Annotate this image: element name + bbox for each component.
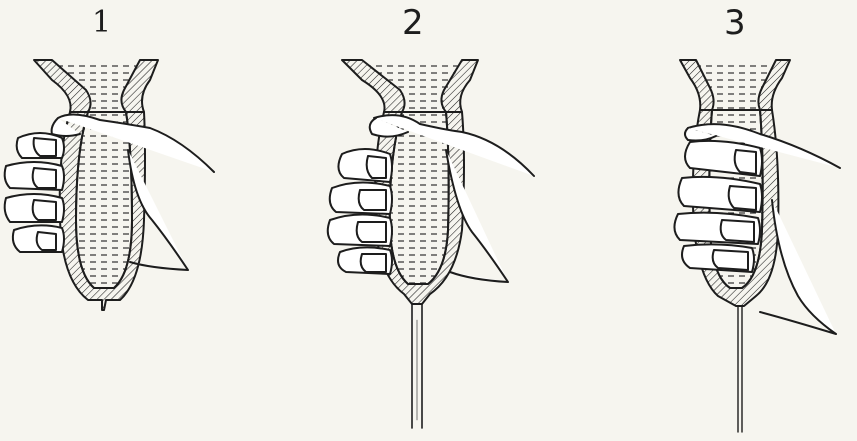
panel-2-drawing <box>328 60 534 428</box>
panel-number-2: 2 <box>402 6 424 40</box>
panel-number-3: 3 <box>724 6 746 40</box>
panel-number-1: 1 <box>92 8 111 38</box>
panel-2-milk-stream <box>412 304 422 428</box>
panel-3-milk-stream <box>738 306 742 432</box>
panel-3-drawing <box>674 60 840 432</box>
panel-1-drawing <box>5 60 214 310</box>
